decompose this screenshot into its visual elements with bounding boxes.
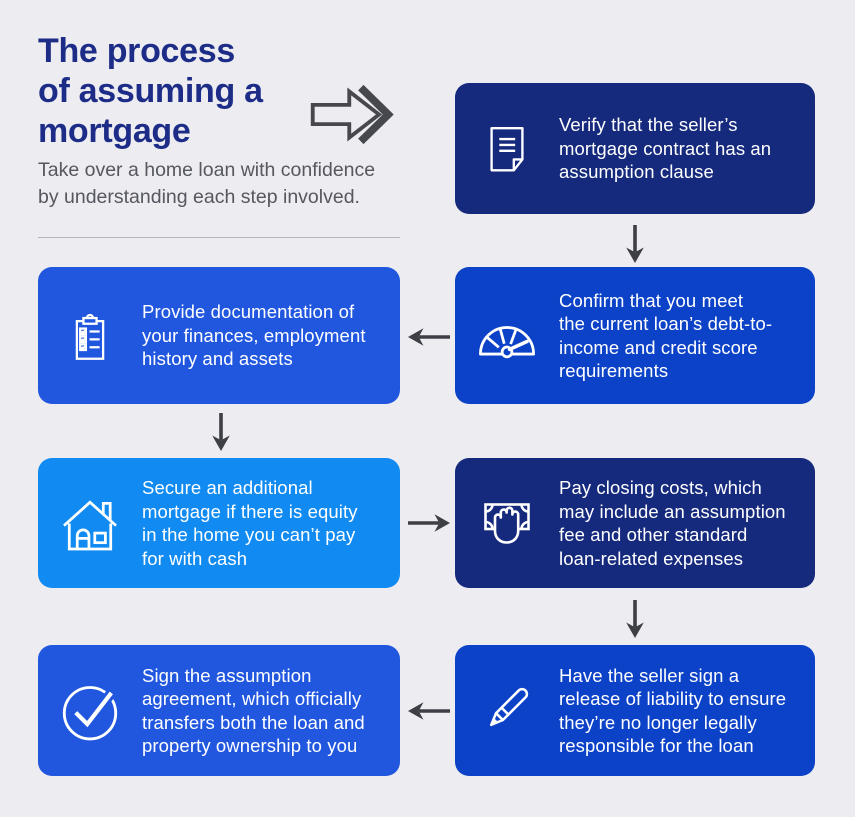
check-circle-icon bbox=[38, 676, 142, 746]
step-card-provide-documentation: Provide documentation of your finances, … bbox=[38, 267, 400, 404]
flow-arrow-left-icon bbox=[406, 325, 452, 354]
flow-arrow-down-icon bbox=[209, 411, 233, 456]
contract-document-icon bbox=[455, 120, 559, 178]
step-text: Secure an additional mortgage if there i… bbox=[142, 477, 358, 569]
house-icon bbox=[38, 489, 142, 557]
step-text: Confirm that you meet the current loan’s… bbox=[559, 289, 773, 382]
divider bbox=[38, 237, 400, 238]
step-card-secure-additional-mortgage: Secure an additional mortgage if there i… bbox=[38, 458, 400, 588]
step-text: Have the seller sign a release of liabil… bbox=[559, 664, 787, 757]
step-text: Pay closing costs, which may include an … bbox=[559, 477, 786, 569]
cash-hand-icon bbox=[455, 491, 559, 555]
pen-icon bbox=[455, 680, 559, 742]
double-chevron-right-icon bbox=[306, 77, 406, 152]
credit-gauge-icon bbox=[455, 302, 559, 370]
step-card-sign-assumption-agreement: Sign the assumption agreement, which off… bbox=[38, 645, 400, 776]
step-card-pay-closing-costs: Pay closing costs, which may include an … bbox=[455, 458, 815, 588]
step-text: Verify that the seller’s mortgage contra… bbox=[559, 114, 772, 183]
step-card-release-of-liability: Have the seller sign a release of liabil… bbox=[455, 645, 815, 776]
flow-arrow-right-icon bbox=[406, 511, 452, 540]
flow-arrow-left-icon bbox=[406, 699, 452, 728]
step-card-verify-assumption-clause: Verify that the seller’s mortgage contra… bbox=[455, 83, 815, 214]
flow-arrow-down-icon bbox=[623, 223, 647, 268]
step-card-confirm-requirements: Confirm that you meet the current loan’s… bbox=[455, 267, 815, 404]
flow-arrow-down-icon bbox=[623, 598, 647, 643]
step-text: Provide documentation of your finances, … bbox=[142, 301, 366, 370]
checklist-clipboard-icon bbox=[38, 308, 142, 364]
page-subtitle: Take over a home loan with confidence by… bbox=[38, 159, 376, 208]
step-text: Sign the assumption agreement, which off… bbox=[142, 664, 365, 757]
page-title: The process of assuming a mortgage bbox=[38, 32, 263, 150]
